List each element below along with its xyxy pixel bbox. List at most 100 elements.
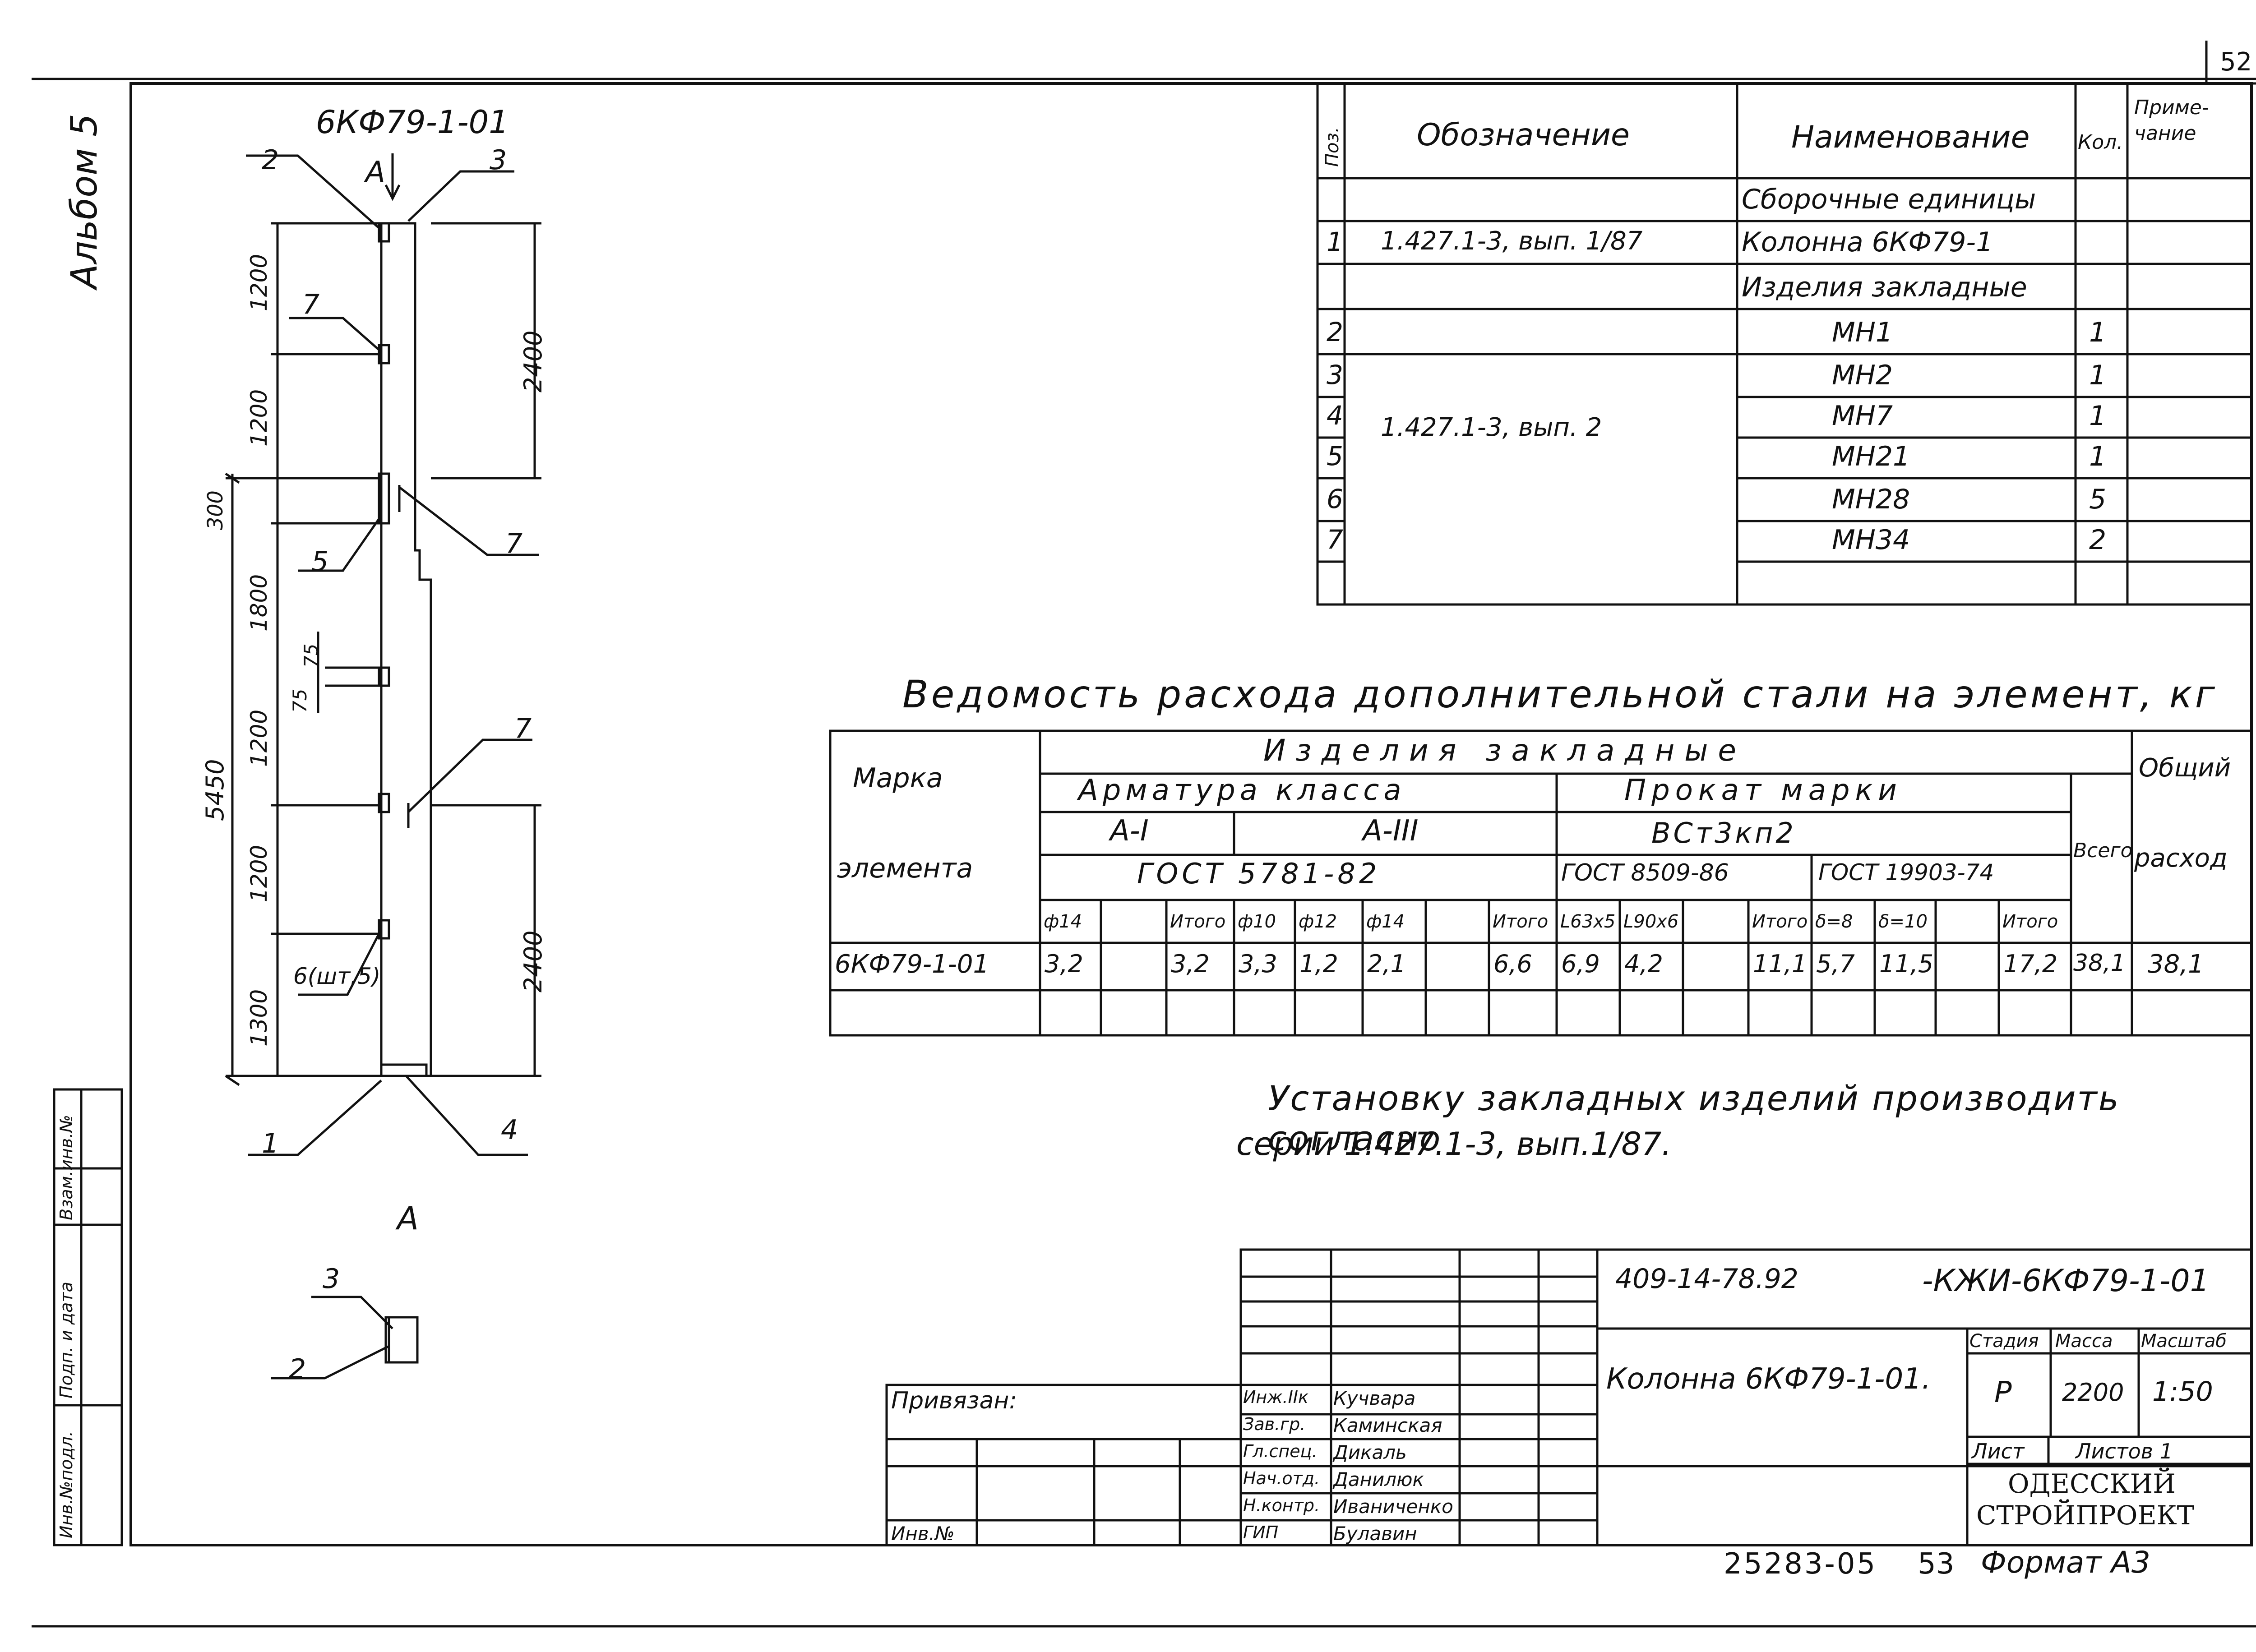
spec-cell-pos: 6: [1327, 484, 1343, 514]
steel-row-overall: 38,1: [2148, 950, 2204, 979]
steel-rolled-grade: Прокат марки: [1624, 774, 1902, 807]
steel-overall-header-1: Общий: [2139, 753, 2231, 783]
steel-mark-header-2: элемента: [837, 853, 973, 884]
dim-5450: 5450: [201, 759, 229, 821]
steel-subheader: δ=8: [1815, 911, 1853, 932]
callout-5: 5: [311, 546, 329, 577]
dim-2400-top: 2400: [519, 330, 547, 392]
spec-header-name: Наименование: [1791, 120, 2030, 155]
signer-role: Зав.гр.: [1243, 1414, 1306, 1434]
spec-cell-pos: 1: [1327, 226, 1343, 257]
steel-subheader: Итого: [1493, 911, 1549, 932]
signer-role: Нач.отд.: [1243, 1468, 1320, 1488]
steel-subheader: Итого: [2002, 911, 2058, 932]
doc-code: 409-14-78.92: [1615, 1263, 1798, 1295]
steel-value: 3,3: [1239, 950, 1277, 978]
spec-cell-pos: 7: [1327, 524, 1343, 555]
stamp-inv-podl: Инв.№подл.: [56, 1431, 76, 1538]
steel-subheader: L63х5: [1560, 911, 1616, 932]
mass-label: Масса: [2055, 1331, 2113, 1352]
steel-value: 11,1: [1753, 950, 1808, 978]
signer-name: Булавин: [1333, 1523, 1417, 1545]
org-line-1: ОДЕССКИЙ: [2008, 1468, 2176, 1499]
spec-cell-pos: 4: [1327, 400, 1343, 431]
steel-gost-rolled-1: ГОСТ 8509-86: [1561, 859, 1729, 886]
spec-cell-qty: 1: [2089, 317, 2107, 348]
callout-1: 1: [262, 1128, 279, 1159]
steel-subheader: Итого: [1170, 911, 1226, 932]
steel-gost-rebar: ГОСТ 5781-82: [1137, 857, 1381, 890]
steel-gost-rolled-2: ГОСТ 19903-74: [1818, 859, 1994, 886]
steel-row-mark: 6КФ79-1-01: [835, 950, 989, 979]
scale-label: Масштаб: [2141, 1331, 2227, 1352]
signer-name: Иваниченко: [1333, 1495, 1453, 1518]
dim-2400-bottom: 2400: [519, 930, 547, 992]
callout-2: 2: [262, 144, 279, 176]
dim-75-b: 75: [289, 688, 311, 713]
spec-cell-qty: 1: [2089, 441, 2107, 472]
inv-label: Инв.№: [891, 1523, 955, 1545]
element-mark-label: 6КФ79-1-01: [316, 104, 509, 141]
format-label: Формат А3: [1981, 1545, 2150, 1580]
dim-1200-b: 1200: [246, 389, 272, 447]
dim-1300: 1300: [246, 989, 272, 1047]
sheet-label: Лист: [1972, 1439, 2025, 1463]
dim-300: 300: [203, 490, 227, 530]
note-line-1: Установку закладных изделий производить …: [1268, 1078, 2120, 1158]
steel-value: 11,5: [1879, 950, 1934, 978]
doc-suffix: -КЖИ-6КФ79-1-01: [1922, 1263, 2210, 1299]
sheets-label: Листов 1: [2076, 1439, 2173, 1463]
spec-cell-designation: 1.427.1-3, вып. 1/87: [1381, 226, 1643, 256]
page-number: 52: [2220, 47, 2252, 77]
drawing-title: Колонна 6КФ79-1-01.: [1606, 1362, 1931, 1396]
detail-callout-2: 2: [289, 1353, 306, 1385]
signer-role: Инж.IIк: [1243, 1387, 1308, 1407]
steel-table-title: Ведомость расхода дополнительной стали н…: [902, 672, 2218, 716]
spec-cell-name: МН7: [1832, 400, 1893, 432]
signer-role: Гл.спец.: [1243, 1441, 1318, 1461]
steel-class-a3: А-III: [1363, 814, 1419, 848]
steel-subheader: ф14: [1366, 911, 1405, 932]
signer-role: ГИП: [1243, 1523, 1279, 1542]
steel-value: 2,1: [1367, 950, 1406, 978]
signer-name: Дикаль: [1333, 1441, 1407, 1463]
signer-name: Кучвара: [1333, 1387, 1416, 1409]
steel-value: 6,9: [1561, 950, 1600, 978]
spec-cell-designation: 1.427.1-3, вып. 2: [1381, 413, 1602, 442]
steel-row-total: 38,1: [2073, 950, 2126, 977]
steel-overall-header-2: расход: [2134, 844, 2228, 873]
steel-subheader: ф14: [1044, 911, 1082, 932]
steel-value: 4,2: [1624, 950, 1663, 978]
spec-cell-name: МН2: [1832, 360, 1893, 391]
section-view-label: А: [397, 1200, 419, 1237]
spec-cell-name: МН28: [1832, 484, 1910, 515]
steel-subheader: Итого: [1752, 911, 1808, 932]
steel-value: 5,7: [1816, 950, 1855, 978]
spec-cell-pos: 3: [1327, 360, 1343, 390]
steel-subheader: ф12: [1299, 911, 1337, 932]
sheet-sequence: 53: [1918, 1547, 1955, 1581]
callout-6-pcs: 6(шт.5): [293, 963, 381, 989]
steel-subheader: δ=10: [1878, 911, 1928, 932]
spec-header-designation: Обозначение: [1417, 117, 1630, 153]
spec-cell-name: Изделия закладные: [1742, 272, 2027, 303]
dim-1200-c: 1200: [246, 709, 272, 767]
steel-value: 17,2: [2003, 950, 2058, 978]
steel-rebar-class: Арматура класса: [1078, 774, 1406, 807]
org-line-2: СТРОЙПРОЕКТ: [1976, 1500, 2195, 1531]
callout-7-upper: 7: [505, 528, 523, 559]
stamp-podp-data: Подп. и дата: [56, 1282, 76, 1398]
stage-value: Р: [1994, 1376, 2012, 1409]
steel-subheader: L90х6: [1623, 911, 1679, 932]
steel-value: 3,2: [1171, 950, 1210, 978]
steel-subheader: ф10: [1238, 911, 1276, 932]
dim-1200-a: 1200: [246, 254, 272, 311]
steel-grade: ВСт3кп2: [1651, 817, 1796, 849]
signer-role: Н.контр.: [1243, 1495, 1320, 1515]
callout-7-lower: 7: [514, 713, 532, 744]
spec-cell-name: МН1: [1832, 317, 1893, 348]
steel-embedded-header: Изделия закладные: [1263, 733, 1746, 768]
spec-cell-qty: 1: [2089, 360, 2107, 391]
callout-6: 7: [302, 289, 320, 320]
